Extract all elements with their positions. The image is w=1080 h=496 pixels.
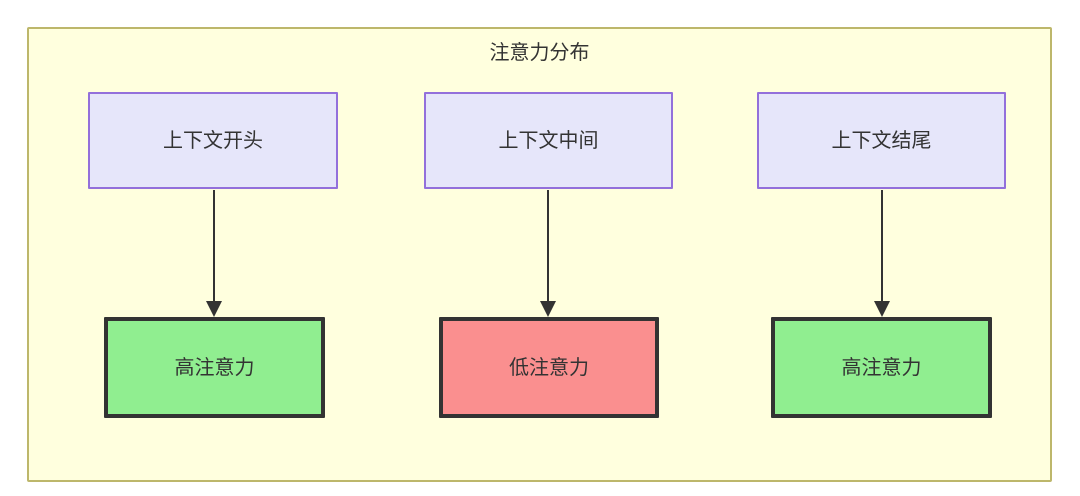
node-context-end[interactable]: 上下文结尾 xyxy=(757,92,1006,189)
node-label: 上下文开头 xyxy=(163,129,263,152)
node-label: 高注意力 xyxy=(174,356,255,379)
node-context-middle[interactable]: 上下文中间 xyxy=(424,92,673,189)
node-low-attention-middle[interactable]: 低注意力 xyxy=(439,317,659,418)
node-label: 上下文中间 xyxy=(498,129,599,152)
cluster-title: 注意力分布 xyxy=(489,42,590,64)
node-label: 低注意力 xyxy=(509,356,589,379)
node-context-start[interactable]: 上下文开头 xyxy=(88,92,338,189)
node-label: 上下文结尾 xyxy=(831,129,932,152)
node-high-attention-start[interactable]: 高注意力 xyxy=(104,317,325,418)
node-high-attention-end[interactable]: 高注意力 xyxy=(771,317,992,418)
node-label: 高注意力 xyxy=(841,356,922,379)
